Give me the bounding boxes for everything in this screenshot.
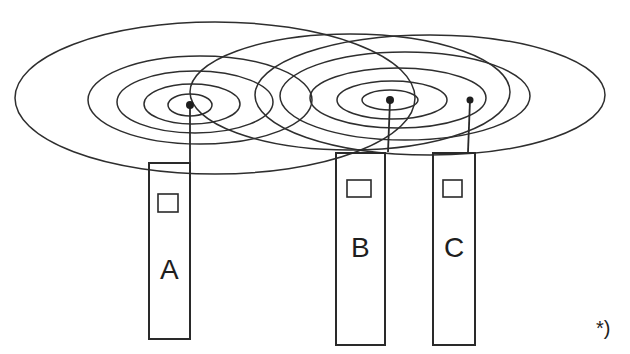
- window-square: [347, 180, 371, 197]
- tower-box: B: [335, 152, 386, 346]
- source-dot: [386, 96, 394, 104]
- field-ring: [337, 81, 447, 119]
- field-ring: [255, 35, 605, 155]
- field-ring: [144, 84, 240, 124]
- tower-letter: C: [444, 234, 464, 262]
- tower-box: C: [432, 152, 476, 346]
- tower-letter: B: [351, 234, 370, 262]
- field-ring: [310, 68, 486, 128]
- source-dot: [186, 101, 194, 109]
- window-square: [443, 180, 462, 197]
- source-dots: [186, 96, 474, 109]
- mast-line: [388, 100, 390, 152]
- mast-line: [189, 105, 191, 162]
- window-marks: [158, 180, 462, 212]
- tower-letter: A: [160, 256, 179, 284]
- field-lines: [15, 22, 605, 174]
- field-ring: [117, 71, 273, 133]
- field-ring: [190, 34, 510, 150]
- source-dot: [467, 97, 474, 104]
- mast-line: [468, 100, 470, 152]
- window-square: [158, 194, 178, 212]
- field-ring: [88, 56, 312, 144]
- tower-box: A: [148, 162, 191, 340]
- note-mark: *): [596, 318, 610, 338]
- support-lines: [190, 100, 470, 162]
